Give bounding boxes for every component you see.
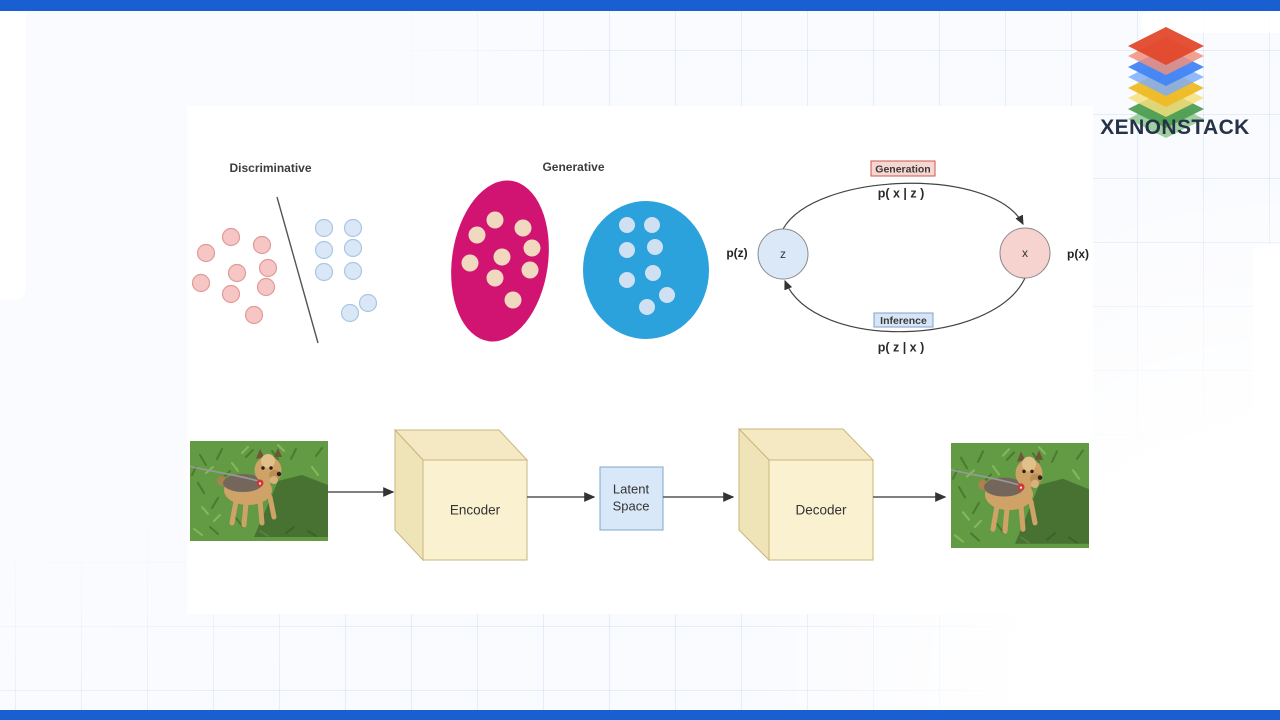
cream-dot-cluster: [461, 211, 541, 309]
pz-label: p(z): [726, 246, 747, 260]
edge-decoration-topright: [1142, 11, 1280, 33]
encoder-cube: [393, 428, 529, 562]
pink-dot-cluster: [191, 227, 278, 325]
decision-boundary-line: [276, 196, 319, 344]
decoder-cube: [737, 427, 875, 562]
px-label: p(x): [1067, 247, 1089, 261]
generation-probability-label: p( x | z ): [878, 186, 925, 200]
inference-probability-label: p( z | x ): [878, 340, 925, 354]
generation-tag-box: [870, 160, 936, 177]
xenonstack-logo-icon: [1128, 27, 1204, 138]
latent-space-box: [599, 466, 664, 531]
inference-tag-label: Inference: [880, 315, 927, 327]
edge-decoration-left: [0, 8, 26, 300]
latent-space-label-line2: Space: [613, 498, 650, 513]
output-dog-photo: [949, 443, 1089, 548]
inference-curve-arrow: [784, 277, 1026, 333]
x-node-label: x: [1022, 246, 1028, 260]
bottom-brand-bar: [0, 710, 1280, 720]
latent-space-label-line1: Latent: [613, 481, 650, 496]
top-brand-bar: [0, 0, 1280, 11]
inference-tag-box: [873, 312, 934, 328]
decoder-label: Decoder: [795, 503, 847, 518]
generation-curve-arrow: [782, 182, 1024, 230]
discriminative-label: Discriminative: [229, 161, 311, 175]
lightblue-dot-cluster: [619, 217, 675, 315]
generative-label: Generative: [542, 160, 604, 174]
diagram-panel: Discriminative Generative Generation p( …: [187, 106, 1093, 614]
latent-z-node: [757, 228, 809, 280]
input-dog-photo: [188, 441, 328, 541]
blue-dot-cluster: [314, 218, 378, 323]
encoder-label: Encoder: [450, 503, 501, 518]
vae-diagram: Discriminative Generative Generation p( …: [187, 160, 1089, 562]
xenonstack-wordmark: XENONSTACK: [1100, 116, 1250, 139]
z-node-label: z: [780, 247, 786, 261]
edge-decoration-right: [1253, 244, 1280, 698]
logo-layer-red: [1128, 27, 1204, 75]
observed-x-node: [999, 227, 1051, 279]
generation-tag-label: Generation: [875, 163, 930, 175]
